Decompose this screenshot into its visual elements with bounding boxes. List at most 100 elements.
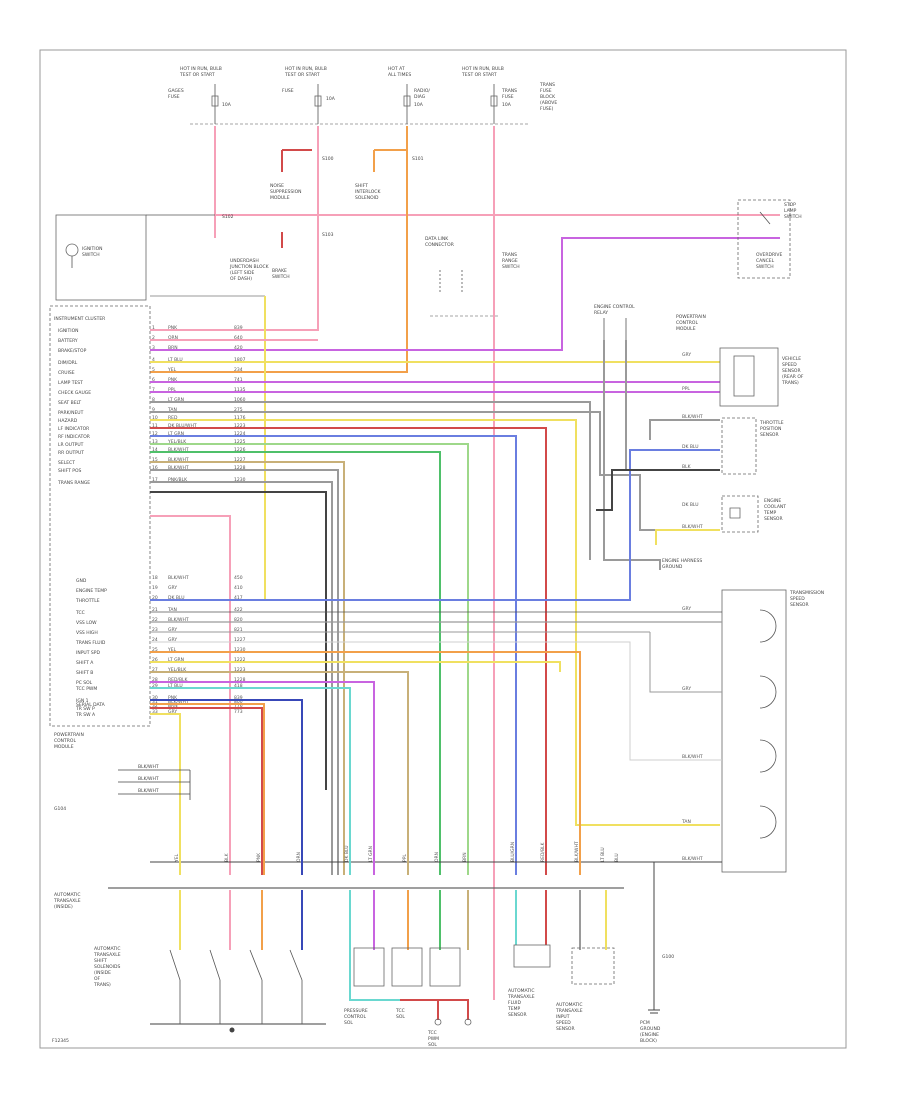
pcm-wire-color: YEL bbox=[167, 647, 177, 653]
pcm-wire-color: DK BLU bbox=[168, 595, 185, 601]
pcm-pin-label: SHIFT B bbox=[76, 670, 93, 676]
cluster-pin-label: CRUISE bbox=[58, 370, 75, 376]
sensor-wire-label: GRY bbox=[682, 352, 691, 358]
cluster-pin-label: TRANS RANGE bbox=[57, 480, 90, 486]
svg-text:CANCEL: CANCEL bbox=[756, 258, 775, 264]
stop-lamp-switch: STOP LAMP SWITCH OVERDRIVE CANCEL SWITCH bbox=[737, 199, 802, 279]
svg-text:MODULE: MODULE bbox=[676, 326, 696, 332]
svg-text:VEHICLE: VEHICLE bbox=[782, 356, 801, 362]
svg-text:BLK/WHT: BLK/WHT bbox=[138, 776, 159, 782]
pcm-pin-number: 27 bbox=[152, 667, 158, 673]
svg-text:TEST OR START: TEST OR START bbox=[179, 72, 215, 78]
wires-right-branch bbox=[150, 340, 720, 601]
cluster-pin-label: RR OUTPUT bbox=[58, 450, 84, 456]
cluster-wire-code: 1807 bbox=[234, 357, 246, 363]
cluster-pin-label: LAMP TEST bbox=[58, 380, 83, 386]
svg-text:INPUT: INPUT bbox=[556, 1014, 570, 1020]
cluster-pin-label: SEAT BELT bbox=[58, 400, 81, 406]
svg-text:COOLANT: COOLANT bbox=[764, 504, 786, 510]
svg-text:SOL: SOL bbox=[344, 1020, 353, 1026]
svg-text:10A: 10A bbox=[502, 102, 512, 108]
pcm-pin-label: ENGINE TEMP bbox=[76, 588, 107, 594]
svg-text:G104: G104 bbox=[54, 806, 66, 812]
engine-control-relay: ENGINE CONTROL RELAY bbox=[594, 304, 635, 340]
svg-text:CONTROL: CONTROL bbox=[676, 320, 698, 326]
cluster-pin-label: RF INDICATOR bbox=[58, 434, 90, 440]
cluster-wire-color: DK BLU/WHT bbox=[168, 423, 197, 429]
pcm-wire-color: BLK/WHT bbox=[168, 617, 189, 623]
svg-text:SPEED: SPEED bbox=[782, 362, 797, 368]
diagram-frame bbox=[39, 49, 847, 1049]
svg-text:SHIFT: SHIFT bbox=[94, 958, 107, 964]
cluster-wire-code: 1224 bbox=[234, 431, 246, 437]
svg-text:FLUID: FLUID bbox=[508, 1000, 521, 1006]
pcm-pin-number: 19 bbox=[152, 585, 158, 591]
svg-text:FUSE: FUSE bbox=[282, 88, 294, 94]
pcm-wire-color: BRN bbox=[168, 703, 178, 709]
svg-text:GROUND: GROUND bbox=[640, 1026, 661, 1032]
transaxle-wire-label: PNK bbox=[256, 852, 262, 862]
transmission-speed-sensor: TRANSMISSION SPEED SENSOR bbox=[150, 589, 824, 1010]
svg-text:TRANS: TRANS bbox=[501, 252, 517, 258]
pcm-wire-code: 839 bbox=[234, 695, 243, 701]
cluster-pin-label: BRAKE/STOP bbox=[58, 348, 87, 354]
cluster-pin-number: 5 bbox=[152, 367, 155, 373]
svg-text:CONTROL: CONTROL bbox=[344, 1014, 366, 1020]
svg-text:(ABOVE: (ABOVE bbox=[540, 100, 557, 106]
pcm-wire-code: 422 bbox=[234, 607, 243, 613]
sensor-wire-label: TAN bbox=[681, 819, 691, 825]
pcm-wire-code: 1227 bbox=[234, 637, 246, 643]
sensor-wire-label: GRY bbox=[682, 606, 691, 612]
svg-text:SWITCH: SWITCH bbox=[502, 264, 520, 270]
svg-text:SPEED: SPEED bbox=[790, 596, 805, 602]
pcm-wire-code: 417 bbox=[234, 595, 243, 601]
automatic-transaxle: AUTOMATIC TRANSAXLE (INSIDE) bbox=[53, 887, 624, 910]
cluster-pin-number: 1 bbox=[152, 325, 155, 331]
pcm-pin-label: TRANS FLUID bbox=[75, 640, 106, 646]
svg-text:THROTTLE: THROTTLE bbox=[759, 420, 784, 426]
cluster-wire-color: BRN bbox=[168, 345, 178, 351]
powertrain-control-module: POWERTRAIN CONTROL MODULE bbox=[54, 732, 84, 750]
pcm-wire-color: GRY bbox=[168, 585, 177, 591]
cluster-pin-number: 17 bbox=[152, 477, 158, 483]
svg-text:INTERLOCK: INTERLOCK bbox=[355, 189, 381, 195]
cluster-wire-code: 1060 bbox=[234, 397, 246, 403]
pcm-wire-color: GRY bbox=[168, 627, 177, 633]
svg-text:OF DASH): OF DASH) bbox=[230, 276, 252, 282]
pcm-pin-number: 21 bbox=[152, 607, 158, 613]
pcm-pin-number: 29 bbox=[152, 683, 158, 689]
transaxle-wire-label: LT BLU bbox=[600, 847, 606, 862]
pcm-wire-code: 1228 bbox=[234, 677, 246, 683]
wires-top bbox=[150, 126, 780, 1000]
cluster-wire-code: 1223 bbox=[234, 423, 246, 429]
cluster-pin-number: 16 bbox=[152, 465, 158, 471]
svg-text:AUTOMATIC: AUTOMATIC bbox=[94, 946, 121, 952]
shift-solenoids: AUTOMATIC TRANSAXLE SHIFT SOLENOIDS (INS… bbox=[93, 946, 326, 1033]
svg-text:SENSOR: SENSOR bbox=[782, 368, 801, 374]
pcm-pin-label: THROTTLE bbox=[75, 598, 100, 604]
pcm-pin-label: TR SW P bbox=[75, 706, 95, 712]
pcm-pin-label: SERIAL DATA bbox=[76, 702, 106, 708]
tcc-solenoid: TCC SOL bbox=[391, 947, 423, 1020]
svg-text:TRANS): TRANS) bbox=[781, 380, 799, 386]
svg-text:SUPPRESSION: SUPPRESSION bbox=[270, 189, 302, 195]
svg-text:TCC: TCC bbox=[427, 1030, 437, 1036]
pcm-wire-code: 776 bbox=[234, 703, 243, 709]
svg-text:10A: 10A bbox=[414, 102, 424, 108]
svg-text:SENSOR: SENSOR bbox=[556, 1026, 575, 1032]
pcm-pin-number: 33 bbox=[152, 709, 158, 715]
pcm-pin-label: TR SW A bbox=[75, 712, 96, 718]
cluster-pin-number: 8 bbox=[152, 397, 155, 403]
svg-text:TEMP: TEMP bbox=[507, 1006, 520, 1012]
cluster-wire-color: YEL bbox=[167, 367, 177, 373]
cluster-pin-label: LF INDICATOR bbox=[58, 426, 89, 432]
cluster-wire-code: 234 bbox=[234, 367, 243, 373]
svg-text:(ENGINE: (ENGINE bbox=[640, 1032, 659, 1038]
cluster-pin-label: IGNITION bbox=[58, 328, 79, 334]
pcm-wire-color: GRY bbox=[168, 709, 177, 715]
svg-text:(INSIDE: (INSIDE bbox=[94, 970, 111, 976]
pcm-ground: PCM GROUND (ENGINE BLOCK) G100 bbox=[640, 954, 674, 1044]
transaxle-wire-label: ORN bbox=[296, 852, 302, 862]
svg-text:BLOCK): BLOCK) bbox=[640, 1038, 657, 1044]
pcm-wire-color: TAN bbox=[167, 607, 177, 613]
